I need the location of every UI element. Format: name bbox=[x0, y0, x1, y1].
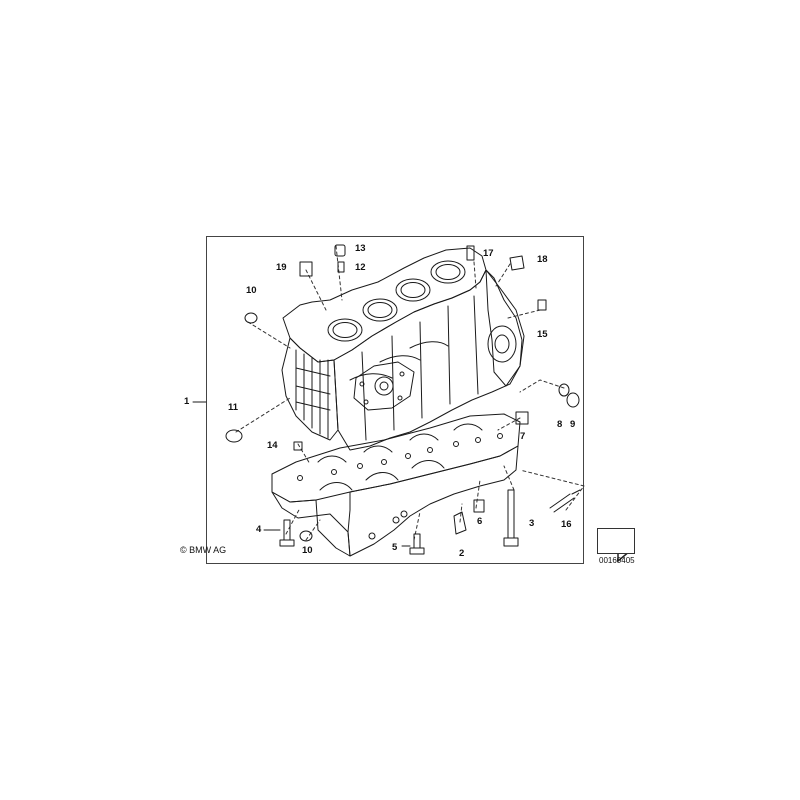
callout-8[interactable]: 8 bbox=[557, 419, 563, 430]
diagram-frame bbox=[206, 236, 584, 564]
sleeve-6 bbox=[473, 499, 485, 513]
dowel-13 bbox=[334, 244, 346, 257]
callout-16[interactable]: 16 bbox=[561, 519, 572, 530]
callout-13[interactable]: 13 bbox=[355, 243, 366, 254]
callout-17[interactable]: 17 bbox=[483, 248, 494, 259]
nav-box[interactable] bbox=[597, 528, 635, 554]
callout-14[interactable]: 14 bbox=[267, 440, 278, 451]
callout-19[interactable]: 19 bbox=[276, 262, 287, 273]
callout-18[interactable]: 18 bbox=[537, 254, 548, 265]
bedplate-side bbox=[347, 445, 519, 557]
sleeve-7 bbox=[515, 411, 529, 425]
cylinder-bore-3 bbox=[395, 278, 431, 302]
filter-flange bbox=[353, 361, 415, 411]
jet-2 bbox=[453, 511, 467, 535]
rear-end-face bbox=[485, 269, 525, 387]
plug-10-top bbox=[244, 312, 258, 324]
callout-15[interactable]: 15 bbox=[537, 329, 548, 340]
callout-2[interactable]: 2 bbox=[459, 548, 465, 559]
plug-10-bottom bbox=[299, 530, 313, 542]
cylinder-bore-4 bbox=[430, 260, 466, 284]
plug-12 bbox=[337, 261, 345, 273]
cap-18 bbox=[509, 255, 525, 271]
callout-3[interactable]: 3 bbox=[529, 518, 535, 529]
callout-6[interactable]: 6 bbox=[477, 516, 483, 527]
callout-12[interactable]: 12 bbox=[355, 262, 366, 273]
callout-1[interactable]: 1 bbox=[184, 396, 190, 407]
plug-9 bbox=[566, 392, 580, 408]
cylinder-bore-2 bbox=[362, 298, 398, 322]
seal-8 bbox=[558, 383, 570, 397]
callout-10-bottom[interactable]: 10 bbox=[302, 545, 313, 556]
callout-7[interactable]: 7 bbox=[520, 431, 526, 442]
callout-5[interactable]: 5 bbox=[392, 542, 398, 553]
callout-4[interactable]: 4 bbox=[256, 524, 262, 535]
stud-16 bbox=[549, 489, 581, 513]
bolt-5 bbox=[409, 533, 425, 555]
callout-11[interactable]: 11 bbox=[228, 402, 239, 413]
document-id: 00160405 bbox=[599, 556, 635, 565]
bolt-4 bbox=[279, 519, 295, 547]
dowel-17 bbox=[466, 245, 475, 261]
sleeve-19 bbox=[299, 261, 313, 277]
block-front-face bbox=[281, 337, 339, 441]
cylinder-bore-1 bbox=[327, 318, 363, 342]
block-top-deck bbox=[282, 247, 487, 363]
plug-15 bbox=[537, 299, 547, 311]
bedplate-top bbox=[271, 413, 521, 503]
callout-9[interactable]: 9 bbox=[570, 419, 576, 430]
callout-10-top[interactable]: 10 bbox=[246, 285, 257, 296]
block-side-face bbox=[333, 269, 523, 451]
plug-11 bbox=[225, 429, 243, 443]
copyright-text: © BMW AG bbox=[180, 545, 227, 555]
sleeve-14 bbox=[293, 441, 303, 451]
bolt-3 bbox=[503, 489, 519, 547]
